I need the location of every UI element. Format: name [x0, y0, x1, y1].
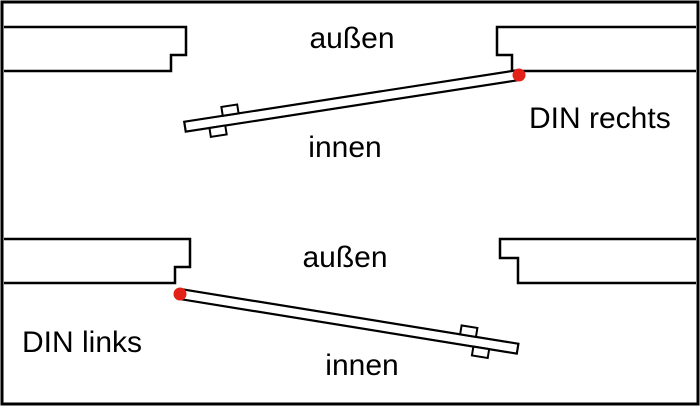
- door-leaf-din-rechts: [182, 69, 520, 139]
- label-aussen-bottom: außen: [302, 241, 387, 274]
- wall-bottom-left: [4, 237, 192, 285]
- label-din-rechts: DIN rechts: [529, 102, 671, 135]
- door-leaf-body: [179, 288, 520, 355]
- label-aussen-top: außen: [309, 22, 394, 55]
- label-din-links: DIN links: [22, 326, 142, 359]
- latch-tab: [459, 324, 479, 339]
- door-leaf-body: [182, 69, 520, 133]
- hinge-dot-din-links: [173, 287, 187, 301]
- latch-tab: [470, 345, 491, 360]
- din-links-diagram: außen innen DIN links: [4, 237, 696, 382]
- latch-tab: [208, 124, 228, 139]
- label-innen-bottom: innen: [325, 349, 398, 382]
- wall-top-right: [495, 25, 696, 73]
- label-innen-top: innen: [308, 131, 381, 164]
- wall-bottom-right: [498, 237, 696, 285]
- hinge-dot-din-rechts: [512, 68, 526, 82]
- wall-top-left: [4, 25, 188, 73]
- latch-tab: [220, 103, 240, 117]
- din-rechts-diagram: außen innen DIN rechts: [4, 22, 696, 164]
